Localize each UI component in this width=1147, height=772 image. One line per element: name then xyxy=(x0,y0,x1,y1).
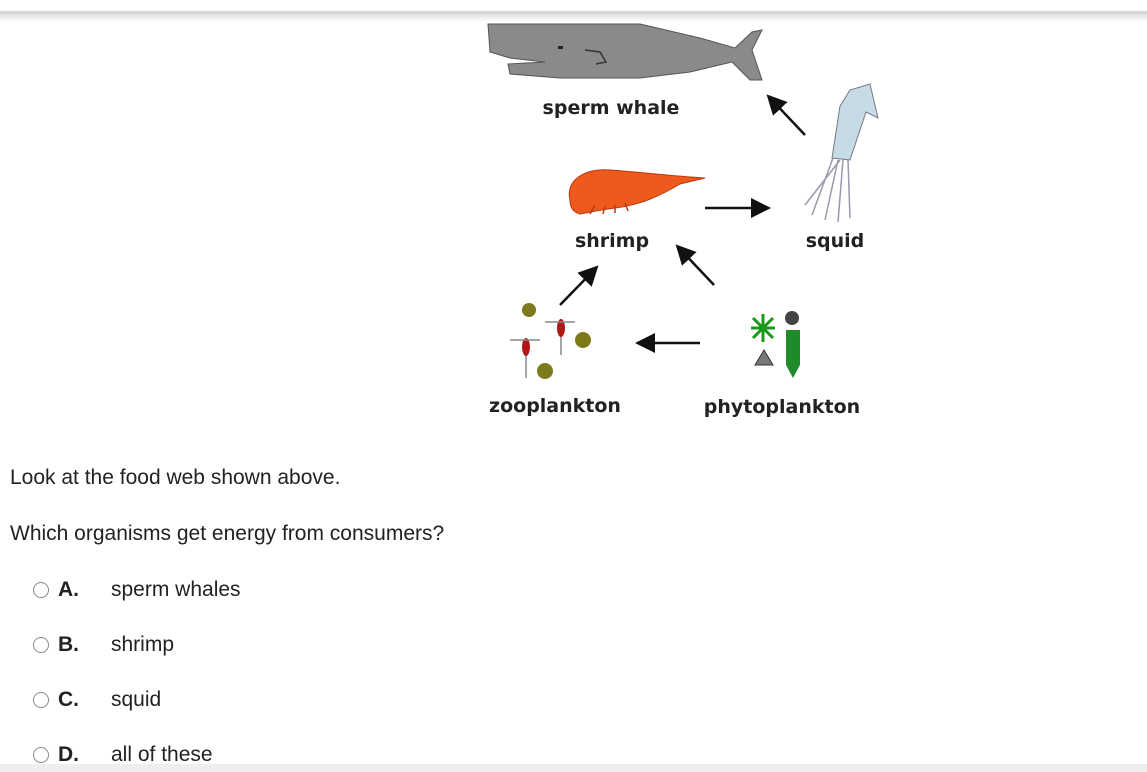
bottom-bar xyxy=(0,764,1147,772)
label-zooplankton: zooplankton xyxy=(489,395,621,417)
food-web-diagram: sperm whale shrimp squid zooplankton phy… xyxy=(487,23,879,418)
label-squid: squid xyxy=(806,230,865,252)
option-text: sperm whales xyxy=(111,578,241,601)
arrow-squid-to-whale xyxy=(766,94,806,136)
sperm-whale-image xyxy=(487,23,763,81)
option-letter: B. xyxy=(58,633,79,656)
option-text: shrimp xyxy=(111,633,175,656)
option-letter: A. xyxy=(58,578,79,601)
label-phytoplankton: phytoplankton xyxy=(704,396,860,418)
arrow-zoo-to-shrimp xyxy=(559,265,599,306)
option-text: all of these xyxy=(111,743,213,766)
zooplankton-image xyxy=(510,303,591,379)
option-letter: C. xyxy=(58,688,79,711)
top-bar xyxy=(0,0,1147,22)
radio-button[interactable] xyxy=(33,747,49,763)
shrimp-image xyxy=(568,169,706,215)
question-intro: Look at the food web shown above. xyxy=(10,466,341,489)
option-d[interactable]: D. all of these xyxy=(33,743,213,767)
option-b[interactable]: B. shrimp xyxy=(33,633,174,657)
radio-button[interactable] xyxy=(33,637,49,653)
label-shrimp: shrimp xyxy=(575,230,649,252)
squid-image xyxy=(804,83,879,223)
option-letter: D. xyxy=(58,743,79,766)
question-prompt: Which organisms get energy from consumer… xyxy=(10,522,445,545)
phytoplankton-image xyxy=(751,311,800,378)
energy-arrows xyxy=(559,94,806,353)
option-a[interactable]: A. sperm whales xyxy=(33,578,241,602)
label-sperm-whale: sperm whale xyxy=(543,97,680,119)
option-text: squid xyxy=(111,688,162,711)
option-c[interactable]: C. squid xyxy=(33,688,161,712)
radio-button[interactable] xyxy=(33,692,49,708)
arrow-phyto-to-shrimp xyxy=(675,244,715,286)
radio-button[interactable] xyxy=(33,582,49,598)
